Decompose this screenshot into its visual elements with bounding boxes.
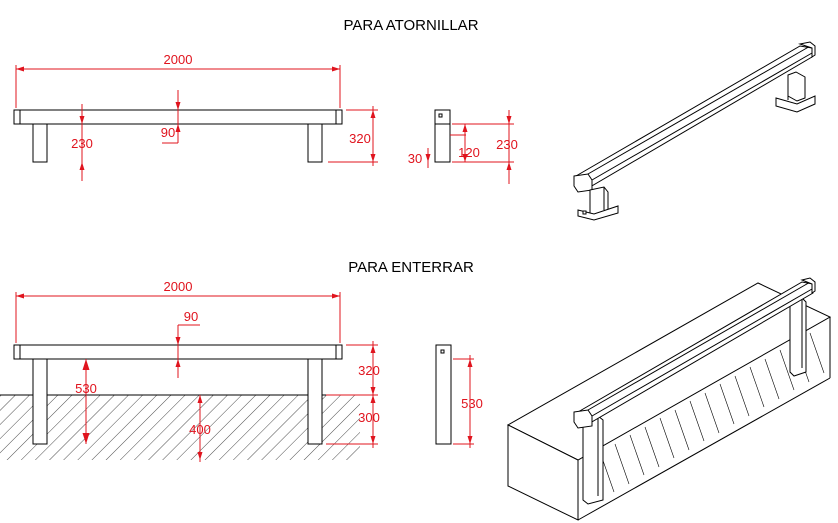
dim-depth-bottom: 400: [189, 422, 211, 437]
leg-left-bottom: [32, 358, 48, 445]
rail-iso-top: [575, 45, 813, 188]
post-iso-far: [789, 297, 807, 377]
post-iso-near: [582, 415, 604, 505]
ground-hatch-iso: [599, 332, 825, 493]
top-isometric-view: [573, 41, 816, 221]
dim-post-side: 120: [458, 145, 480, 160]
leg-right-top: [307, 123, 323, 163]
top-front-dimensions: 2000 230 90 320: [15, 52, 378, 181]
dim-total-top: 320: [349, 131, 371, 146]
bottom-side-view: [435, 344, 452, 445]
post-side-top: [434, 109, 451, 163]
dim-leg-top: 230: [71, 136, 93, 151]
bottom-front-dimensions: 2000 90 530 400 320 300: [15, 279, 380, 462]
dim-rail-bottom: 90: [184, 309, 198, 324]
bolt-hole-top: [438, 113, 443, 118]
rail-end-cap-bottom: [573, 409, 593, 429]
dim-length-bottom: 2000: [164, 279, 193, 294]
top-side-view: [434, 109, 451, 163]
post-side-bottom: [435, 344, 452, 445]
dim-buried-bottom: 300: [358, 410, 380, 425]
dim-post-bottom: 530: [75, 381, 97, 396]
dim-above-bottom: 320: [358, 363, 380, 378]
rail-iso-bottom: [577, 281, 814, 424]
bottom-isometric-view: [506, 277, 832, 521]
dim-base-side: 30: [408, 151, 422, 166]
ground-hatch-front: [0, 394, 360, 460]
title-screw-version: PARA ATORNILLAR: [343, 17, 478, 34]
leg-left-top: [32, 123, 48, 163]
leg-right-bottom: [307, 358, 323, 445]
dim-height-side: 230: [496, 137, 518, 152]
rail-end-cap-top: [573, 173, 593, 193]
top-side-dimensions: 30 120 230: [408, 110, 518, 184]
title-buried-version: PARA ENTERRAR: [348, 259, 474, 276]
dim-length-top: 2000: [164, 52, 193, 67]
dim-post-side-bottom: 530: [461, 396, 483, 411]
dim-rail-top: 90: [161, 125, 175, 140]
bottom-side-dimensions: 530: [453, 355, 483, 448]
